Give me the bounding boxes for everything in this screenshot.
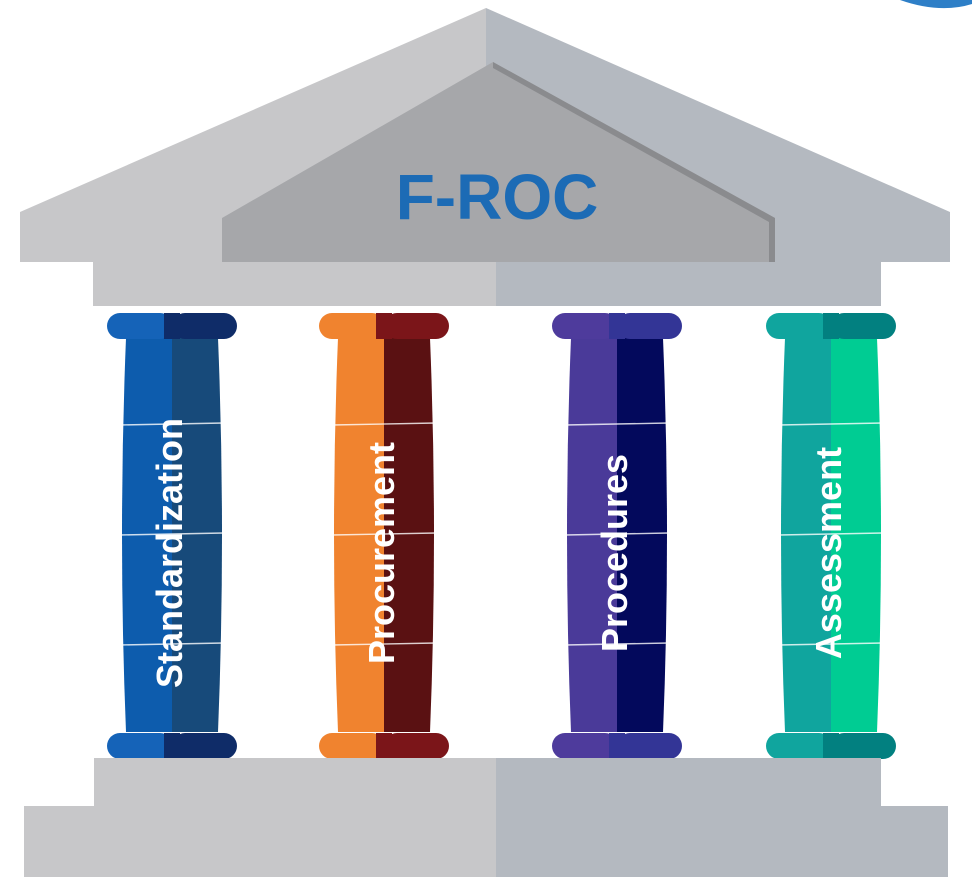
pillar-segment-line — [331, 642, 437, 646]
pillar-label: Procurement — [361, 442, 402, 664]
pillar-base-right — [617, 733, 682, 759]
pillar-capital-join — [609, 313, 625, 339]
pillar-base-right — [172, 733, 237, 759]
pillar-procurement: Procurement — [319, 313, 449, 759]
pillar-base-join — [376, 733, 392, 759]
entablature-right — [496, 262, 881, 306]
pillars: Standardization Procurement Procedures Asse… — [107, 313, 896, 759]
pillar-segment-line — [564, 642, 670, 646]
pillar-base-left — [766, 733, 832, 759]
pillar-shaft-right — [172, 338, 222, 732]
pillar-segment-line — [119, 532, 225, 536]
pillar-label: Procedures — [594, 454, 635, 652]
pillar-procedures: Procedures — [552, 313, 682, 759]
pillar-segment-line — [119, 422, 225, 426]
pillar-label: Standardization — [149, 418, 190, 688]
temple-title: F-ROC — [396, 161, 599, 233]
pillar-standardization: Standardization — [107, 313, 237, 759]
base-step-top-right — [496, 758, 881, 806]
pillar-shaft-right — [831, 338, 881, 732]
base-step-bottom-left — [24, 806, 496, 877]
base-step-bottom-right — [496, 806, 948, 877]
pediment — [222, 62, 775, 262]
pillar-base-join — [164, 733, 180, 759]
pillar-assessment: Assessment — [766, 313, 896, 759]
corner-swoosh-shape — [900, 0, 972, 9]
pillar-segment-line — [778, 642, 884, 646]
pillar-capital-left — [552, 313, 618, 339]
pillar-segment-line — [778, 532, 884, 536]
pillar-base-right — [831, 733, 896, 759]
pillar-capital-right — [384, 313, 449, 339]
pillar-base-left — [552, 733, 618, 759]
pillar-capital-join — [823, 313, 839, 339]
pillar-label: Assessment — [808, 447, 849, 659]
pillar-base-join — [823, 733, 839, 759]
pillar-segment-line — [331, 532, 437, 536]
pillar-shaft-right — [617, 338, 667, 732]
pillar-segment-line — [119, 642, 225, 646]
pillar-capital-join — [164, 313, 180, 339]
pillar-base-join — [609, 733, 625, 759]
pillar-capital-left — [766, 313, 832, 339]
pillar-base-left — [107, 733, 173, 759]
pillar-base-right — [384, 733, 449, 759]
pillar-segment-line — [778, 422, 884, 426]
pillar-shaft-right — [384, 338, 434, 732]
pillar-segment-line — [331, 422, 437, 426]
pillar-capital-right — [831, 313, 896, 339]
pillar-capital-join — [376, 313, 392, 339]
pillar-capital-right — [172, 313, 237, 339]
pillar-capital-right — [617, 313, 682, 339]
pediment-shadow — [493, 62, 775, 262]
pillar-capital-left — [107, 313, 173, 339]
entablature-left — [93, 262, 496, 306]
pillar-segment-line — [564, 532, 670, 536]
pillar-capital-left — [319, 313, 385, 339]
pillar-base-left — [319, 733, 385, 759]
pillar-segment-line — [564, 422, 670, 426]
base-step-top-left — [94, 758, 496, 806]
